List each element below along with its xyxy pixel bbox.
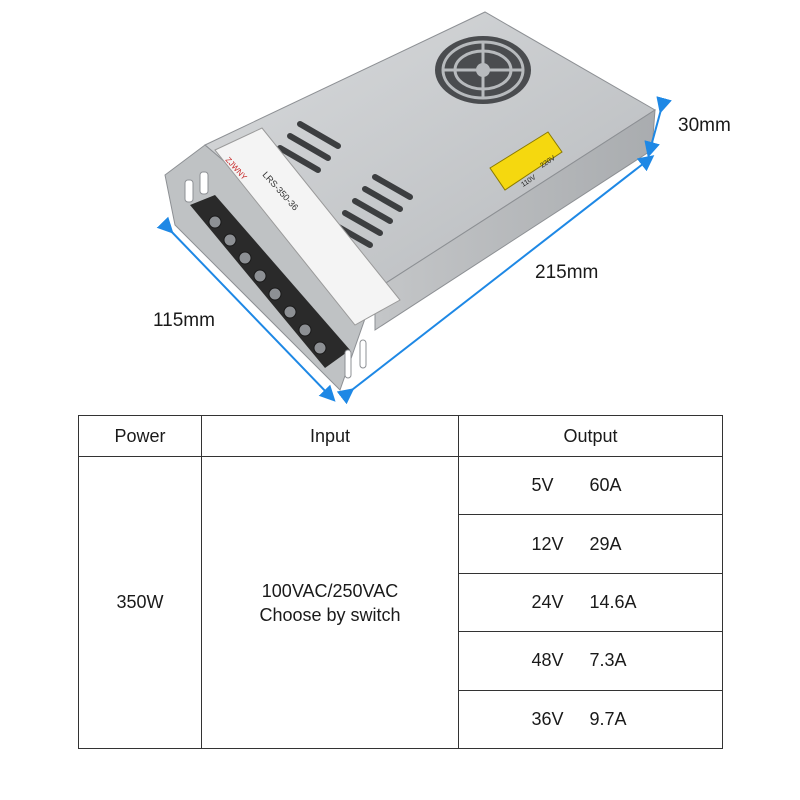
input-voltage: 100VAC/250VAC [261, 580, 399, 601]
table-row: 36V 9.7A [79, 689, 723, 750]
output-voltage: 24V [531, 591, 564, 612]
dimension-arrows [156, 96, 672, 405]
power-cell: 350W [78, 456, 202, 749]
output-current: 60A [589, 475, 622, 496]
output-current: 29A [589, 533, 622, 554]
output-cell: 12V 29A [458, 514, 723, 574]
height-arrow [644, 96, 672, 158]
output-current: 9.7A [589, 708, 627, 729]
output-voltage: 48V [531, 650, 564, 671]
output-cell: 5V 60A [458, 455, 723, 516]
length-label: 215mm [535, 262, 599, 283]
output-voltage: 12V [531, 533, 564, 554]
width-label: 115mm [153, 310, 215, 331]
height-label: 30mm [678, 115, 731, 136]
input-note: Choose by switch [259, 604, 401, 625]
table-row: 350W 100VAC/250VAC Choose by switch 5V 60… [78, 455, 723, 749]
output-voltage: 36V [531, 708, 564, 729]
output-voltage: 5V [531, 475, 554, 496]
header-power: Power [78, 415, 202, 457]
table-row: 48V 7.3A [79, 631, 723, 691]
output-current: 14.6A [589, 591, 637, 612]
output-current: 7.3A [589, 650, 627, 671]
table-header-row: Power Input Output [78, 415, 723, 457]
header-input: Input [201, 415, 459, 457]
spec-table: Power Input Output 350W 100VAC/250VAC Ch… [78, 415, 723, 750]
input-cell: 100VAC/250VAC Choose by switch [201, 456, 459, 749]
fan-grille-icon [435, 36, 531, 104]
output-cell: 48V 7.3A [458, 631, 723, 691]
power-supply-illustration: ZJWNY LRS-350-36 110V 220V [156, 11, 672, 405]
length-arrow [336, 155, 655, 405]
output-cell: 24V 14.6A [458, 572, 723, 633]
product-image: ZJWNY LRS-350-36 110V 220V [153, 11, 731, 405]
table-row: 24V 14.6A [79, 572, 723, 633]
header-output: Output [458, 415, 723, 457]
width-arrow [156, 216, 336, 402]
output-cell: 36V 9.7A [458, 689, 723, 750]
